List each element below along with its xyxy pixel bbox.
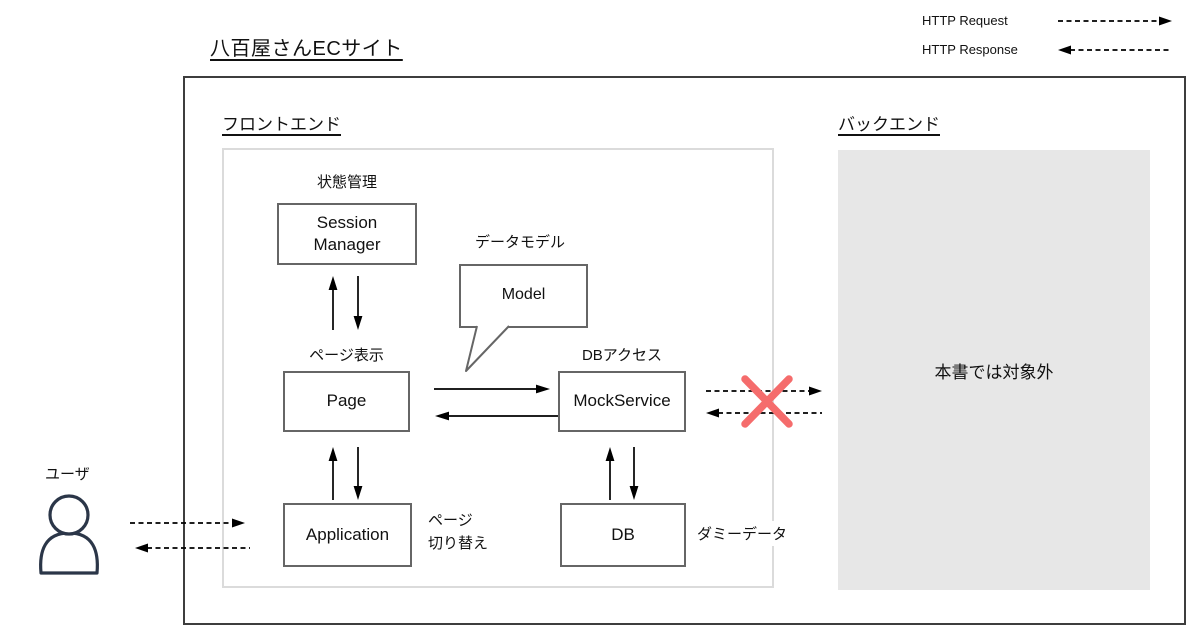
frontend-section-box	[222, 148, 774, 588]
arrow-page-to-sessionmanager	[328, 276, 338, 330]
node-model: Model	[501, 286, 546, 303]
arrow-db-to-mockservice	[605, 447, 615, 500]
arrow-application-to-page	[328, 447, 338, 500]
node-session-manager: Session Manager	[277, 203, 417, 265]
page-title: 八百屋さんECサイト	[210, 38, 403, 60]
arrow-backend-to-mockservice	[706, 408, 822, 418]
legend-response-arrow-icon	[1058, 45, 1172, 55]
annotation-page-switching: ページ 切り替え	[428, 512, 489, 552]
legend-http-request-label: HTTP Request	[922, 13, 1008, 28]
backend-section-box	[838, 150, 1150, 590]
legend-request-arrow-icon	[1058, 16, 1172, 26]
arrow-mockservice-to-page	[435, 411, 558, 421]
backend-section-label: バックエンド	[838, 115, 940, 134]
backend-note: 本書では対象外	[934, 362, 1054, 382]
node-page: Page	[283, 371, 410, 432]
user-icon	[39, 494, 99, 575]
arrow-sessionmanager-to-page	[353, 276, 363, 330]
annotation-db-access: DBアクセス	[581, 347, 663, 364]
node-application: Application	[283, 503, 412, 567]
node-db: DB	[560, 503, 686, 567]
user-label: ユーザ	[45, 466, 90, 483]
annotation-data-model: データモデル	[474, 234, 565, 251]
arrow-user-to-application	[130, 518, 245, 528]
speech-bubble	[459, 264, 588, 372]
frontend-section-label: フロントエンド	[222, 115, 341, 134]
annotation-state-management: 状態管理	[316, 174, 377, 191]
arrow-application-to-user	[135, 543, 250, 553]
system-boundary-box	[183, 76, 1186, 625]
node-mockservice: MockService	[558, 371, 686, 432]
blocked-cross-icon	[741, 375, 793, 428]
legend-http-response-label: HTTP Response	[922, 42, 1018, 57]
annotation-dummy-data: ダミーデータ	[694, 521, 791, 546]
arrow-mockservice-to-db	[629, 447, 639, 500]
arrow-page-to-mockservice	[434, 384, 550, 394]
arrow-page-to-application	[353, 447, 363, 500]
annotation-page-display: ページ表示	[309, 347, 384, 364]
